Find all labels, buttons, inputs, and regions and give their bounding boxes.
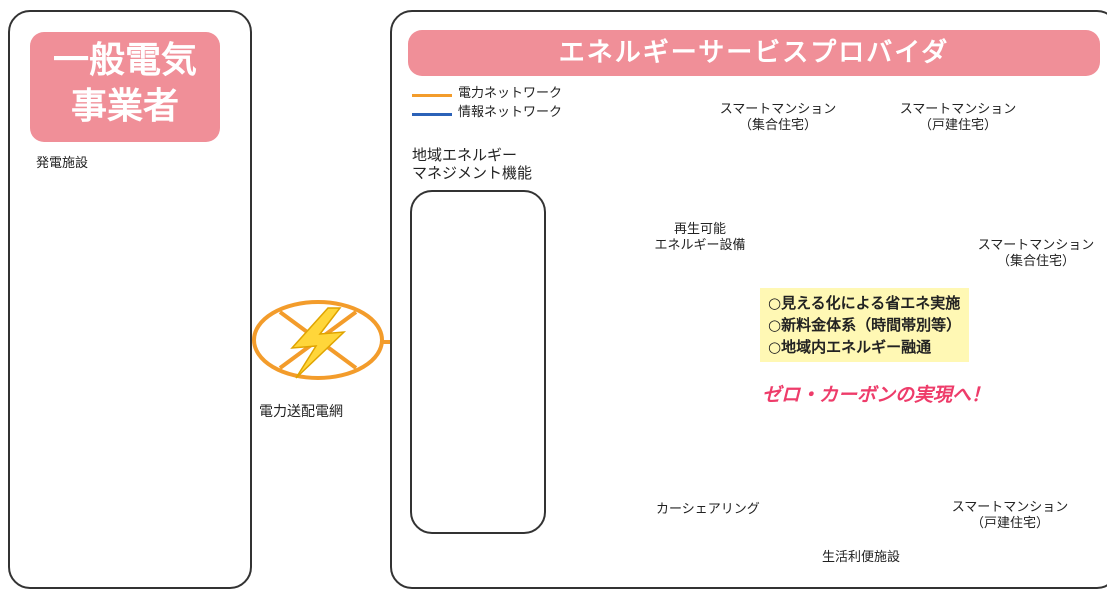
zero-carbon-slogan: ゼロ・カーボンの実現へ！	[762, 384, 991, 406]
detached-housing-2-label: スマートマンション （戸建住宅）	[940, 500, 1080, 532]
utility-title-line1: 一般電気	[52, 40, 197, 81]
info-network-legend-line	[412, 113, 452, 116]
detached-housing-1-line2: （戸建住宅）	[918, 118, 997, 133]
management-label-line2: マネジメント機能	[412, 164, 533, 182]
management-label-line1: 地域エネルギー	[412, 146, 518, 164]
collective-housing-1-line2: （集合住宅）	[738, 118, 817, 133]
benefit-item: ○地域内エネルギー融通	[768, 338, 932, 356]
management-box	[410, 190, 546, 534]
renewable-line1: 再生可能	[673, 222, 726, 237]
renewable-label: 再生可能 エネルギー設備	[640, 222, 760, 254]
collective-housing-1-label: スマートマンション （集合住宅）	[708, 102, 848, 134]
info-network-legend-label: 情報ネットワーク	[458, 105, 563, 120]
lightning-bolt-icon	[290, 307, 347, 379]
generation-label: 発電施設	[36, 156, 89, 171]
detached-housing-1-label: スマートマンション （戸建住宅）	[888, 102, 1028, 134]
benefit-item: ○新料金体系（時間帯別等）	[768, 316, 962, 334]
collective-housing-2-label: スマートマンション （集合住宅）	[966, 238, 1106, 270]
power-network-legend-label: 電力ネットワーク	[458, 86, 563, 101]
collective-housing-2-line1: スマートマンション	[977, 238, 1095, 253]
renewable-line2: エネルギー設備	[654, 238, 746, 253]
benefits-note: ○見える化による省エネ実施 ○新料金体系（時間帯別等） ○地域内エネルギー融通	[760, 288, 970, 362]
carshare-label: カーシェアリング	[656, 502, 760, 517]
detached-housing-2-line1: スマートマンション	[951, 500, 1069, 515]
utility-title-box: 一般電気 事業者	[30, 32, 220, 142]
esp-title-box: エネルギーサービスプロバイダ	[408, 30, 1100, 76]
management-label: 地域エネルギー マネジメント機能	[412, 146, 532, 182]
benefit-item: ○見える化による省エネ実施	[768, 294, 961, 312]
power-grid-symbol	[252, 300, 384, 380]
collective-housing-1-line1: スマートマンション	[719, 102, 837, 117]
utility-title-line2: 事業者	[70, 86, 179, 127]
esp-title: エネルギーサービスプロバイダ	[558, 38, 950, 68]
grid-label: 電力送配電網	[259, 404, 343, 420]
collective-housing-2-line2: （集合住宅）	[996, 254, 1075, 269]
facility-label: 生活利便施設	[822, 550, 901, 565]
detached-housing-1-line1: スマートマンション	[899, 102, 1017, 117]
detached-housing-2-line2: （戸建住宅）	[970, 516, 1049, 531]
power-network-legend-line	[412, 94, 452, 97]
